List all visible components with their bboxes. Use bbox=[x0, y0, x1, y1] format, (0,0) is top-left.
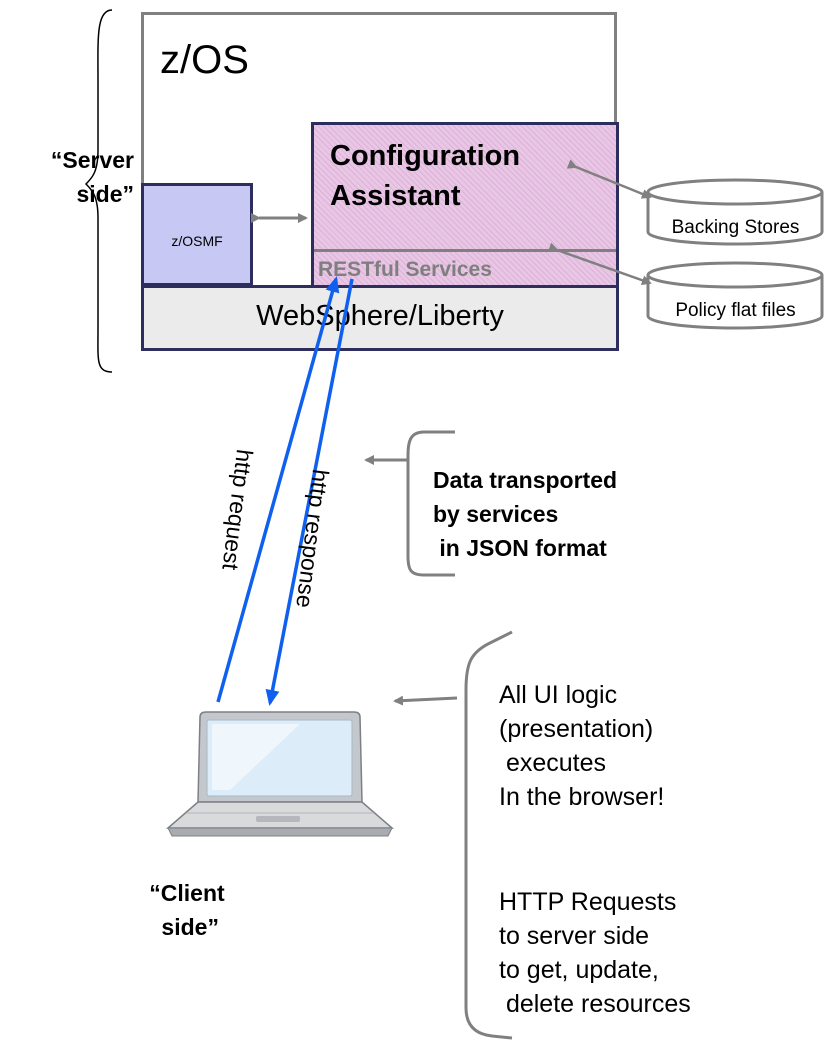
http-response-label: http response bbox=[291, 467, 334, 610]
zosmf-box bbox=[141, 183, 253, 286]
json-note: Data transported by services in JSON for… bbox=[433, 467, 618, 561]
laptop-icon bbox=[165, 711, 395, 837]
zos-label: z/OS bbox=[160, 38, 249, 82]
zosmf-label: z/OSMF bbox=[171, 233, 223, 249]
websphere-label: WebSphere/Liberty bbox=[256, 300, 504, 332]
restful-divider bbox=[314, 249, 616, 252]
configuration-assistant-label: Configuration Assistant bbox=[330, 140, 521, 212]
ui-pointer-arrow bbox=[393, 695, 458, 706]
server-side-label: “Server side” bbox=[50, 147, 134, 207]
backing-stores-label: Backing Stores bbox=[671, 217, 800, 238]
http-request-label: http request bbox=[217, 447, 258, 572]
http-requests-note: HTTP Requests to server side to get, upd… bbox=[499, 888, 691, 1018]
policy-files-label: Policy flat files bbox=[675, 300, 796, 321]
client-side-label: “Client side” bbox=[149, 880, 225, 940]
ui-logic-note: All UI logic (presentation) executes In … bbox=[499, 681, 665, 811]
restful-services-label: RESTful Services bbox=[318, 258, 492, 281]
